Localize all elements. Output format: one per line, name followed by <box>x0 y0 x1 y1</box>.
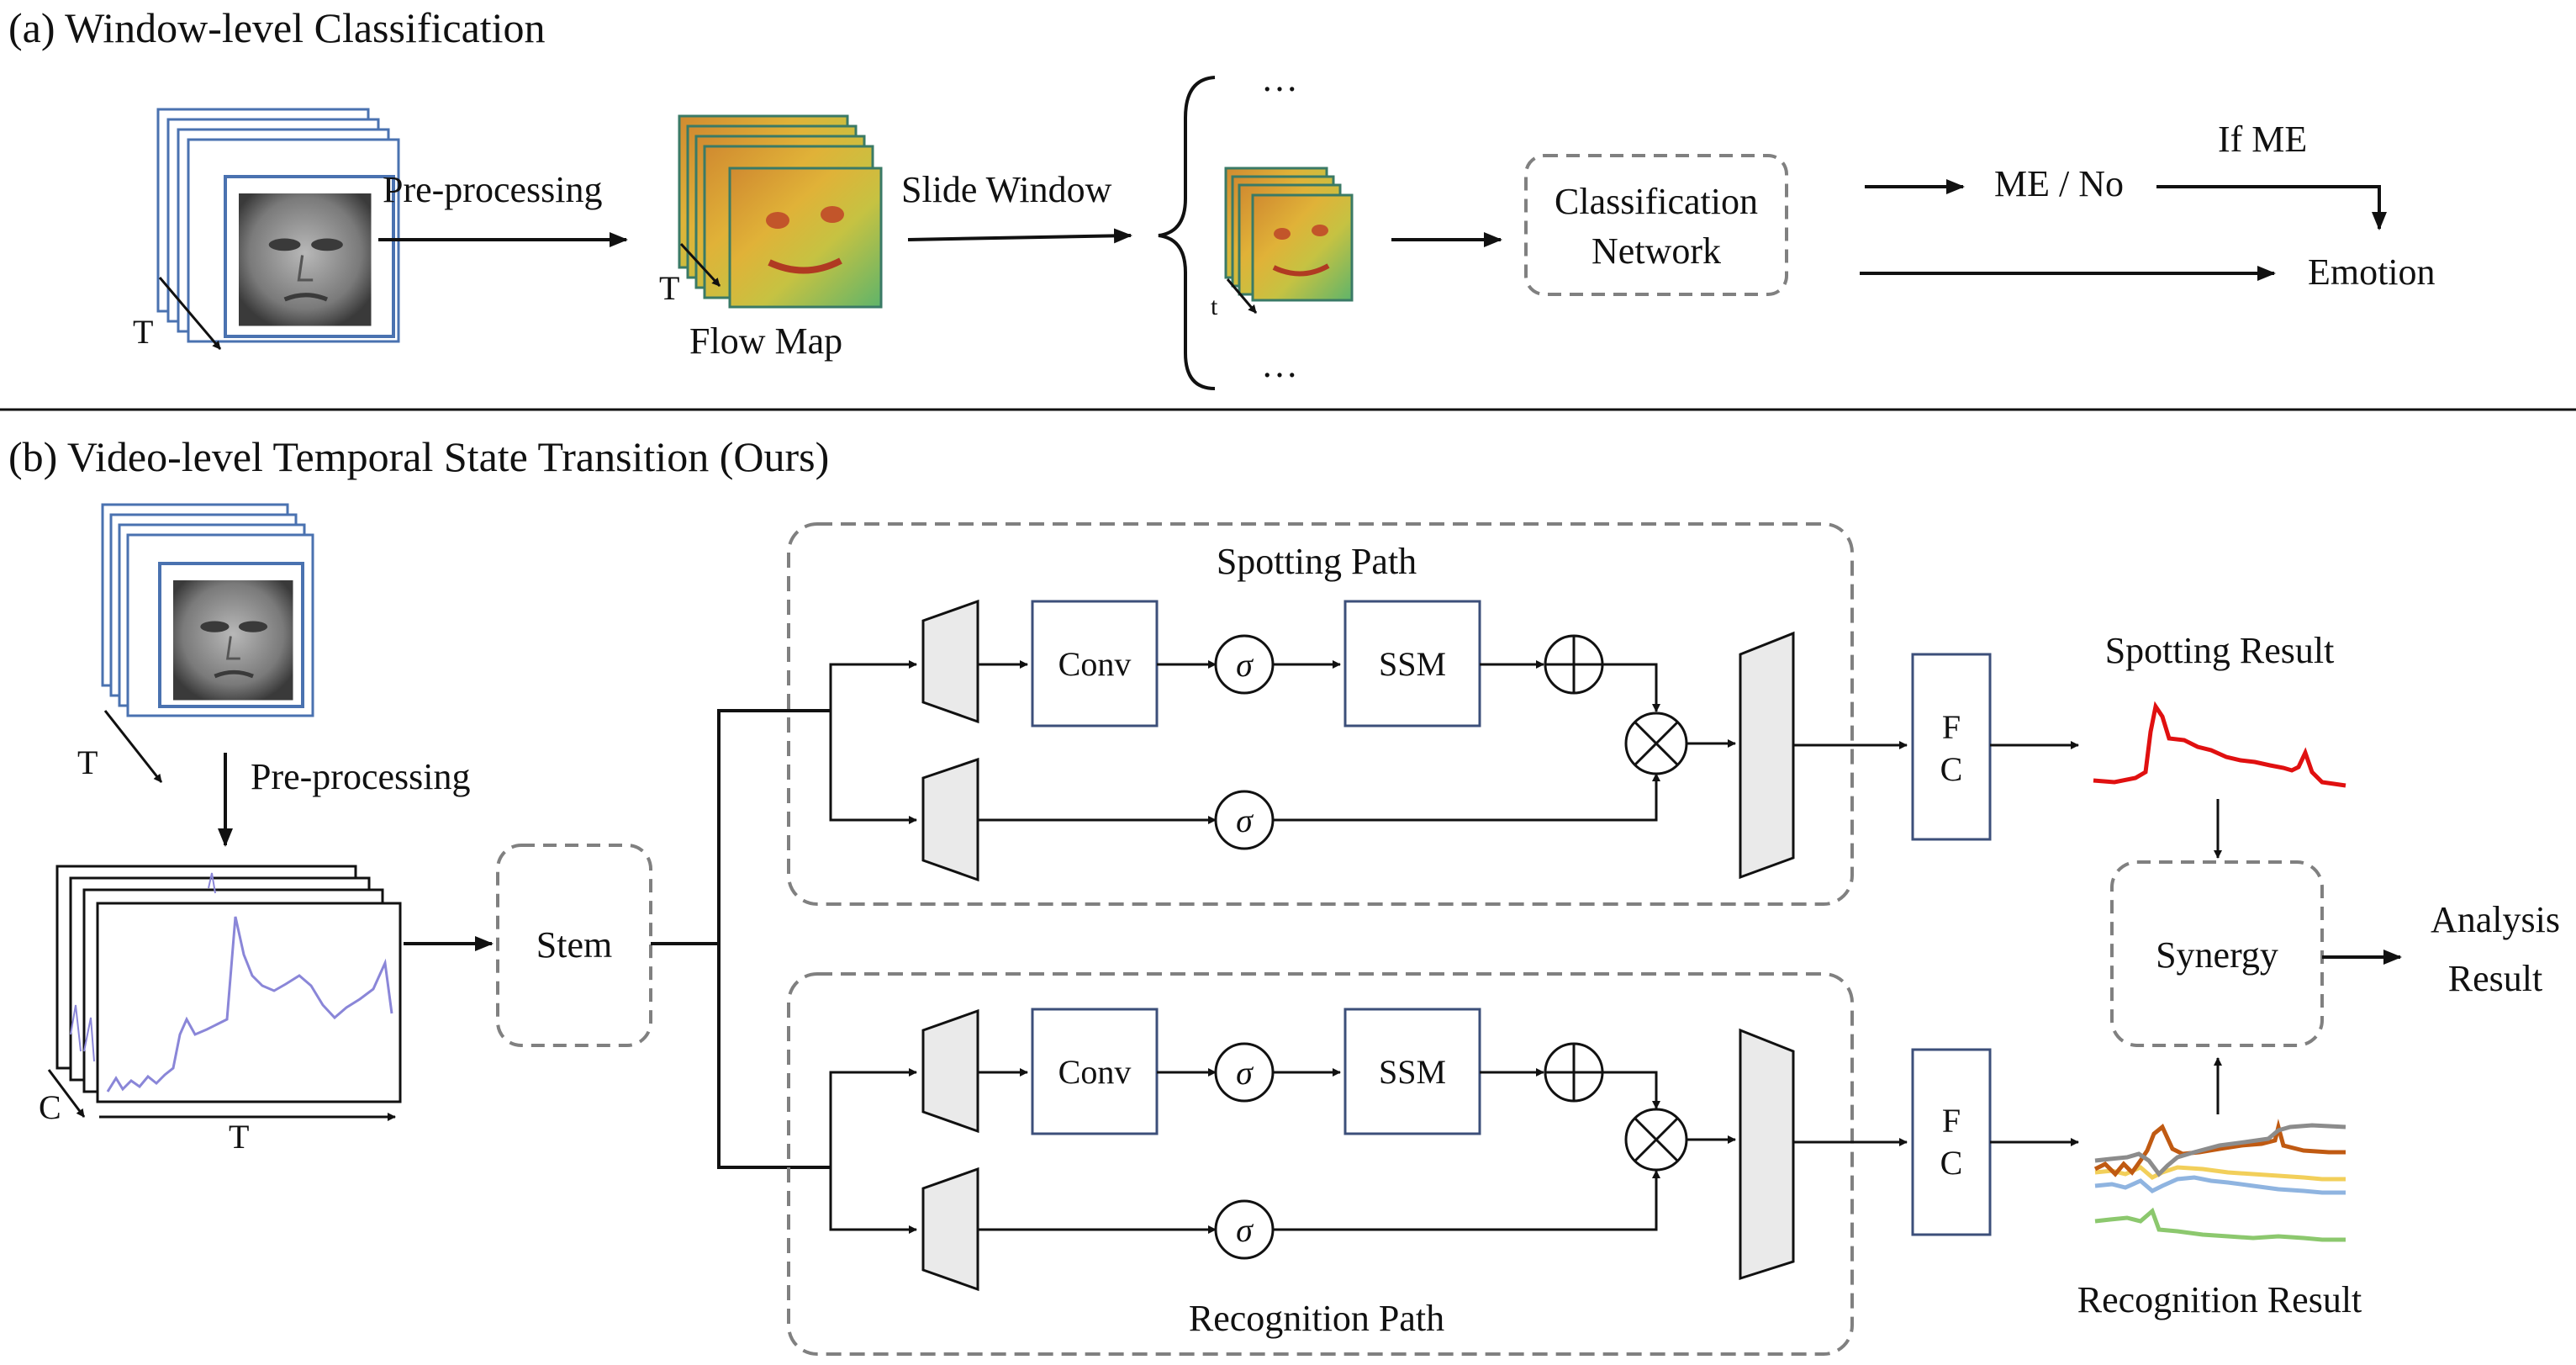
spot-conv-block <box>1031 600 1159 727</box>
sigmoid-icon: σ <box>1214 790 1275 850</box>
rec-output-projection <box>1739 1028 1795 1281</box>
sigmoid-icon: σ <box>1214 634 1275 695</box>
spotting-path-box <box>787 522 1854 906</box>
t-axis-arrow <box>158 277 222 350</box>
ellipsis-top: … <box>1261 58 1298 99</box>
recognition-path-group: Recognition Path Conv σ SSM σ <box>787 972 1854 1356</box>
spot-fc-block <box>1911 653 1992 841</box>
recognition-result-label: Recognition Result <box>2077 1279 2362 1320</box>
spotting-path-group: Spotting Path Conv σ SSM σ <box>787 522 1854 906</box>
me-no-label: ME / No <box>1994 163 2124 204</box>
part-a-title: (a) Window-level Classification <box>8 4 546 51</box>
part-b-title: (b) Video-level Temporal State Transitio… <box>8 433 829 480</box>
flow-map-stack-icon <box>678 114 883 309</box>
signal-trace <box>106 916 393 1093</box>
spot-sigma-upper: σ <box>1236 646 1254 684</box>
spot-sigma-lower: σ <box>1236 802 1254 839</box>
rec-lower-projection <box>921 1167 979 1292</box>
flow-map-label: Flow Map <box>689 320 842 362</box>
rec-conv-label: Conv <box>1058 1053 1132 1091</box>
spot-output-projection <box>1739 631 1795 880</box>
synergy-label: Synergy <box>2156 934 2278 976</box>
preprocessing-label-a: Pre-processing <box>383 169 603 210</box>
add-operator-icon <box>1544 634 1604 695</box>
stem-branch-connector <box>651 709 831 945</box>
analysis-result-line1: Analysis <box>2431 899 2560 940</box>
recognition-path-label: Recognition Path <box>1189 1298 1444 1339</box>
recognition-curves-icon <box>2093 1119 2346 1242</box>
face-frame-stack-icon <box>101 503 314 717</box>
rec-fc-block <box>1911 1048 1992 1236</box>
rec-fc-line1: F <box>1942 1102 1961 1140</box>
rec-conv-block <box>1031 1008 1159 1135</box>
sigmoid-icon: σ <box>1214 1042 1275 1103</box>
spotting-result-label: Spotting Result <box>2105 630 2335 671</box>
slide-window-label: Slide Window <box>901 169 1112 210</box>
arrow-if-me <box>2156 185 2387 230</box>
curly-brace-icon <box>1158 76 1216 390</box>
t-axis-label-signal: T <box>229 1118 249 1156</box>
spot-fc-line2: C <box>1940 750 1963 788</box>
c-axis-label: C <box>39 1088 61 1126</box>
if-me-label: If ME <box>2218 119 2307 160</box>
signal-plot-stack-icon <box>55 865 402 1103</box>
spotting-path-label: Spotting Path <box>1217 541 1417 582</box>
t-axis-label-flow: T <box>659 269 679 307</box>
rec-sigma-lower: σ <box>1236 1211 1254 1249</box>
t-axis-label: T <box>133 313 153 351</box>
t-axis-label-video: T <box>77 743 98 781</box>
emotion-label: Emotion <box>2308 251 2436 293</box>
rec-fc-line2: C <box>1940 1144 1963 1182</box>
classification-network-box <box>1524 154 1788 296</box>
arrow-to-window <box>907 228 1132 244</box>
classification-network-line2: Network <box>1592 230 1721 272</box>
analysis-result-line2: Result <box>2448 958 2542 999</box>
multiply-operator-icon <box>1624 712 1688 775</box>
ellipsis-bottom: … <box>1261 344 1298 385</box>
recognition-path-box <box>787 972 1854 1356</box>
classification-network-line1: Classification <box>1555 181 1758 222</box>
spotting-curve-icon <box>2093 701 2346 788</box>
t-axis-arrow-window <box>1226 278 1258 314</box>
spot-fc-line1: F <box>1942 708 1961 746</box>
window-flow-stack-icon <box>1224 167 1354 302</box>
synergy-box <box>2110 860 2324 1047</box>
rec-upper-projection <box>921 1008 979 1134</box>
multiply-operator-icon <box>1624 1108 1688 1172</box>
t-axis-label-window: t <box>1211 293 1218 320</box>
sigmoid-icon: σ <box>1214 1199 1275 1260</box>
t-axis-arrow-video <box>103 710 163 783</box>
spot-ssm-label: SSM <box>1379 645 1446 683</box>
rec-sigma-upper: σ <box>1236 1054 1254 1092</box>
spot-lower-projection <box>921 757 979 882</box>
c-axis-arrow <box>47 1069 86 1118</box>
stem-label: Stem <box>536 924 612 966</box>
preprocessing-label-b: Pre-processing <box>251 756 471 797</box>
spot-conv-label: Conv <box>1058 645 1132 683</box>
add-operator-icon <box>1544 1042 1604 1103</box>
face-frame-stack-icon <box>156 108 400 343</box>
spot-upper-projection <box>921 599 979 724</box>
rec-ssm-label: SSM <box>1379 1053 1446 1091</box>
t-axis-arrow-flow <box>679 242 721 288</box>
